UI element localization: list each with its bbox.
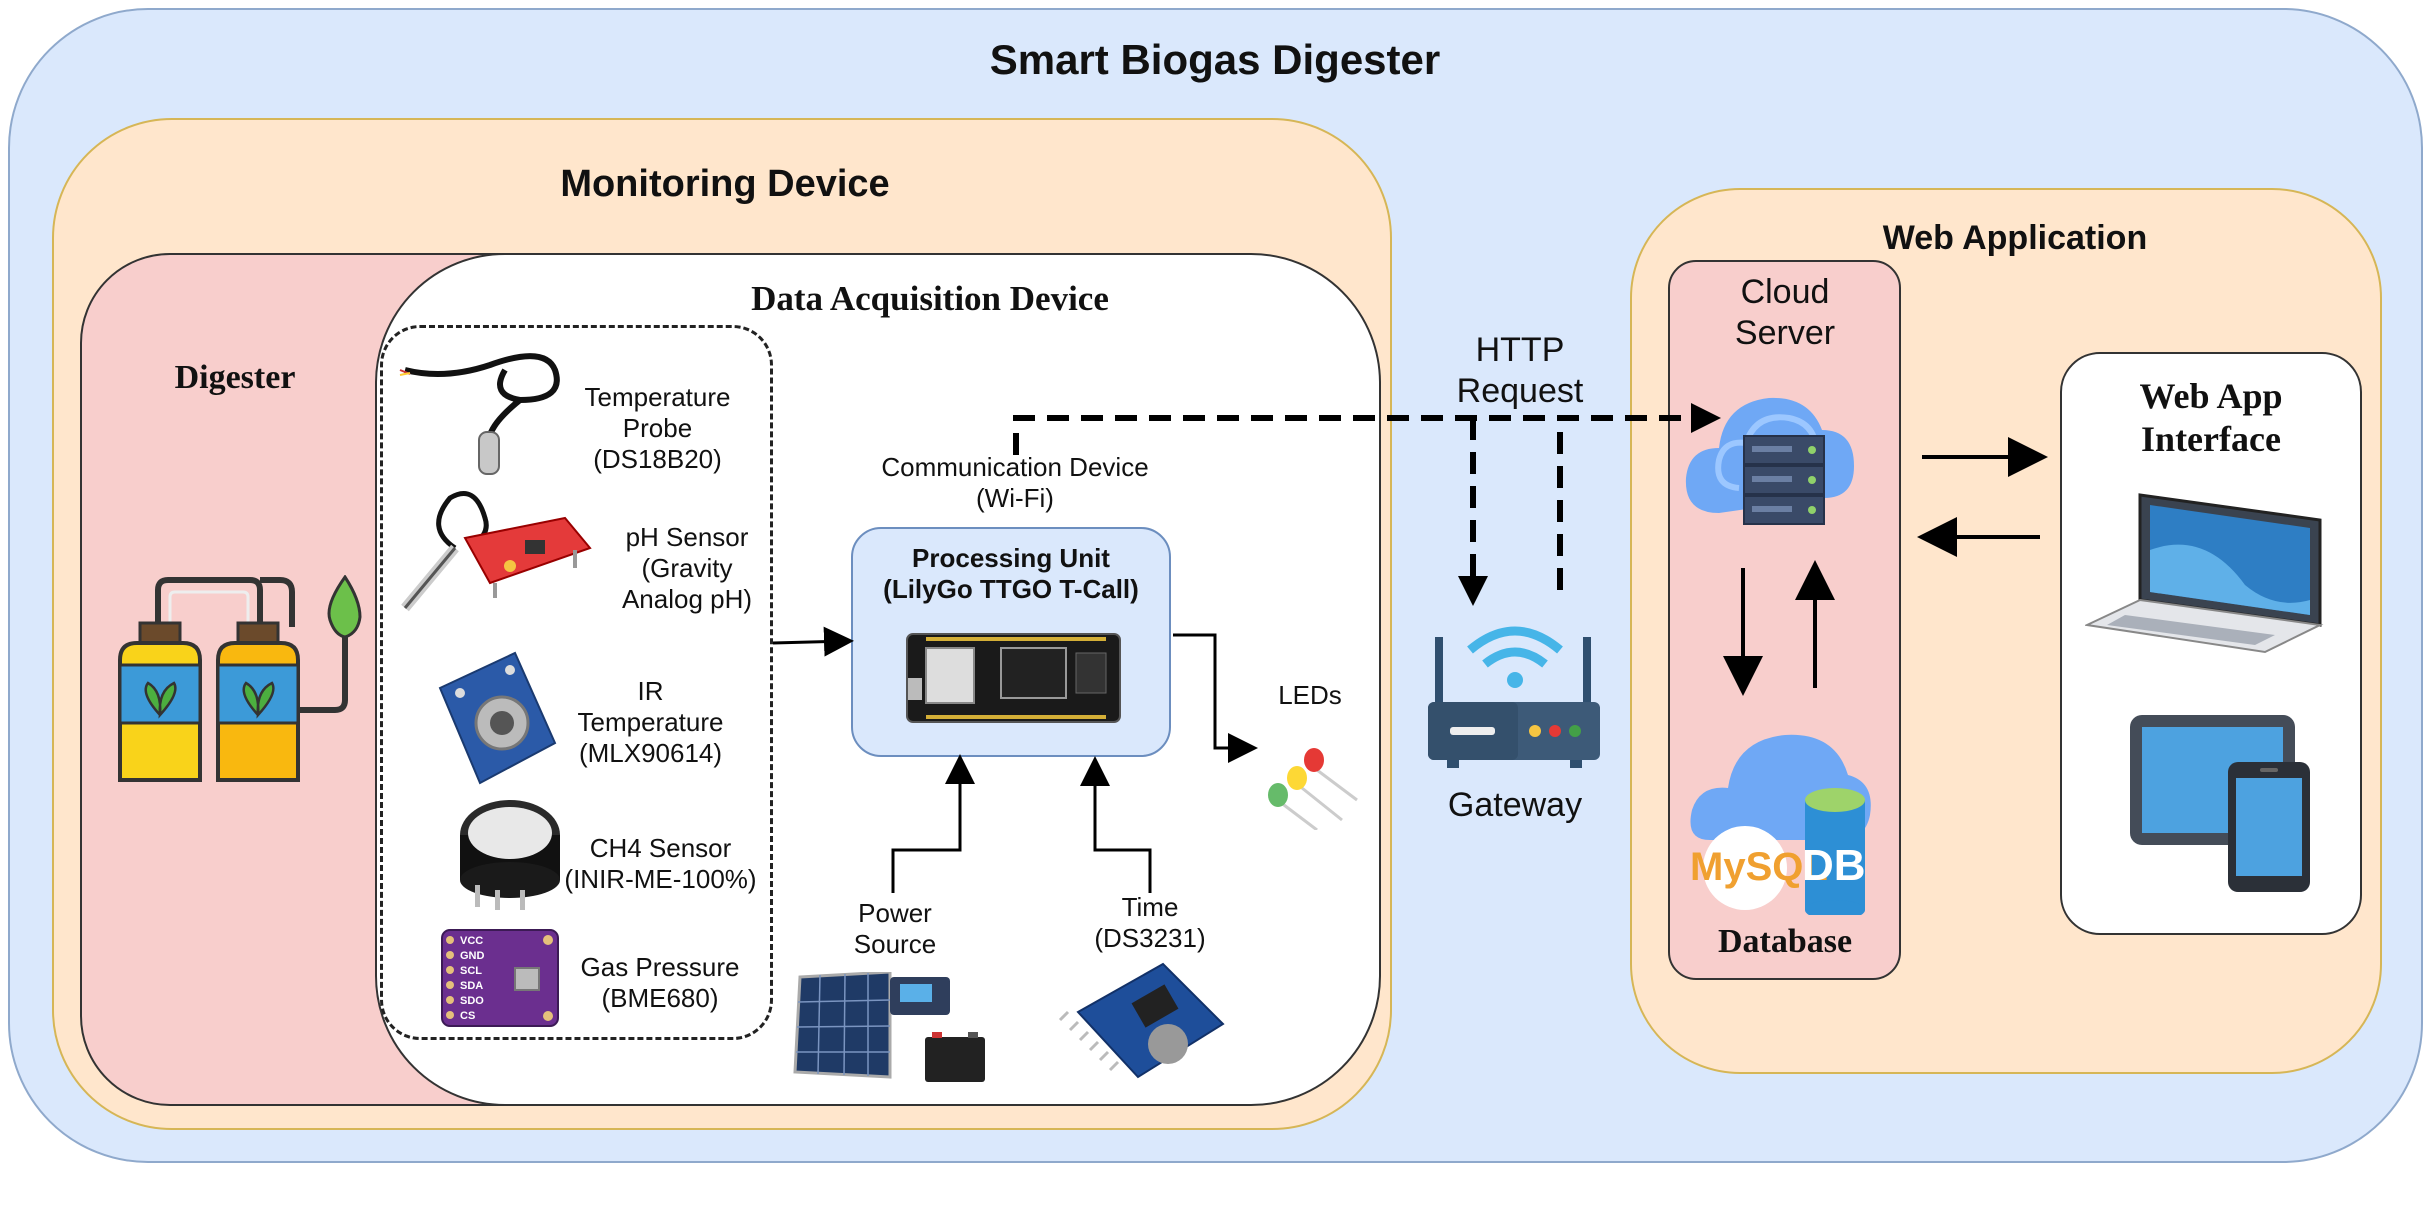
http-request-dashed-path (1013, 403, 1721, 455)
pin-sda: SDA (460, 980, 483, 992)
ir-temperature-icon (438, 651, 557, 785)
arrow-time-to-processing (1080, 756, 1152, 893)
pin-scl: SCL (460, 965, 482, 977)
sensor-label-ir-temperature: IR Temperature (MLX90614) (577, 676, 724, 769)
arrow-power-to-processing (891, 754, 975, 893)
pin-cs: CS (460, 1010, 475, 1022)
pin-sdo: SDO (460, 995, 484, 1007)
leds-label: LEDs (1278, 680, 1342, 710)
gas-pressure-sensor-icon: VCC GND SCL SDA SDO CS (441, 929, 559, 1027)
sensor-label-ph: pH Sensor (Gravity Analog pH) (621, 522, 753, 615)
rtc-module-icon (1058, 962, 1225, 1079)
time-label: Time (DS3231) (1094, 892, 1206, 954)
pin-gnd: GND (460, 950, 485, 962)
digester-label: Digester (174, 359, 296, 396)
ch4-sensor-icon (460, 800, 560, 910)
ph-sensor-icon (401, 491, 592, 612)
monitoring-device-title: Monitoring Device (560, 163, 890, 205)
laptop-icon (2085, 493, 2324, 654)
leds-icon (1268, 748, 1358, 830)
tablet-phone-icon (2130, 715, 2310, 892)
sensor-label-ch4: CH4 Sensor (INIR-ME-100%) (564, 833, 757, 895)
temperature-probe-icon (399, 353, 560, 475)
db-text: DB (1802, 841, 1866, 890)
digester-tanks-icon (118, 575, 362, 782)
cloud-server-icon (1685, 397, 1854, 525)
communication-device-label: Communication Device (Wi-Fi) (881, 452, 1149, 514)
gateway-router-icon (1428, 626, 1600, 768)
gateway-label: Gateway (1447, 786, 1583, 824)
cloud-server-label: Cloud Server (1734, 273, 1836, 352)
sensor-label-gas-pressure: Gas Pressure (BME680) (580, 952, 740, 1014)
pin-vcc: VCC (460, 935, 483, 947)
web-app-interface-label: Web App Interface (2139, 376, 2283, 460)
http-request-label: HTTP Request (1456, 331, 1584, 410)
database-label: Database (1717, 923, 1853, 960)
power-source-label: Power Source (853, 898, 937, 960)
data-acquisition-title: Data Acquisition Device (751, 279, 1109, 318)
web-application-title: Web Application (1882, 219, 2148, 257)
arrow-processing-to-leds (1173, 633, 1258, 763)
sensor-label-temperature-probe: Temperature Probe (DS18B20) (584, 382, 731, 475)
sensor-group (380, 325, 773, 1040)
diagram-title: Smart Biogas Digester (989, 36, 1441, 83)
mysql-database-icon: MySQL DB (1690, 734, 1871, 915)
lilygo-board-icon (906, 633, 1121, 723)
power-source-icon (793, 972, 985, 1082)
mysql-text: MySQL (1690, 845, 1828, 889)
processing-unit-label: Processing Unit (LilyGo TTGO T-Call) (883, 543, 1139, 605)
arrow-sensors-to-processing (772, 626, 854, 657)
